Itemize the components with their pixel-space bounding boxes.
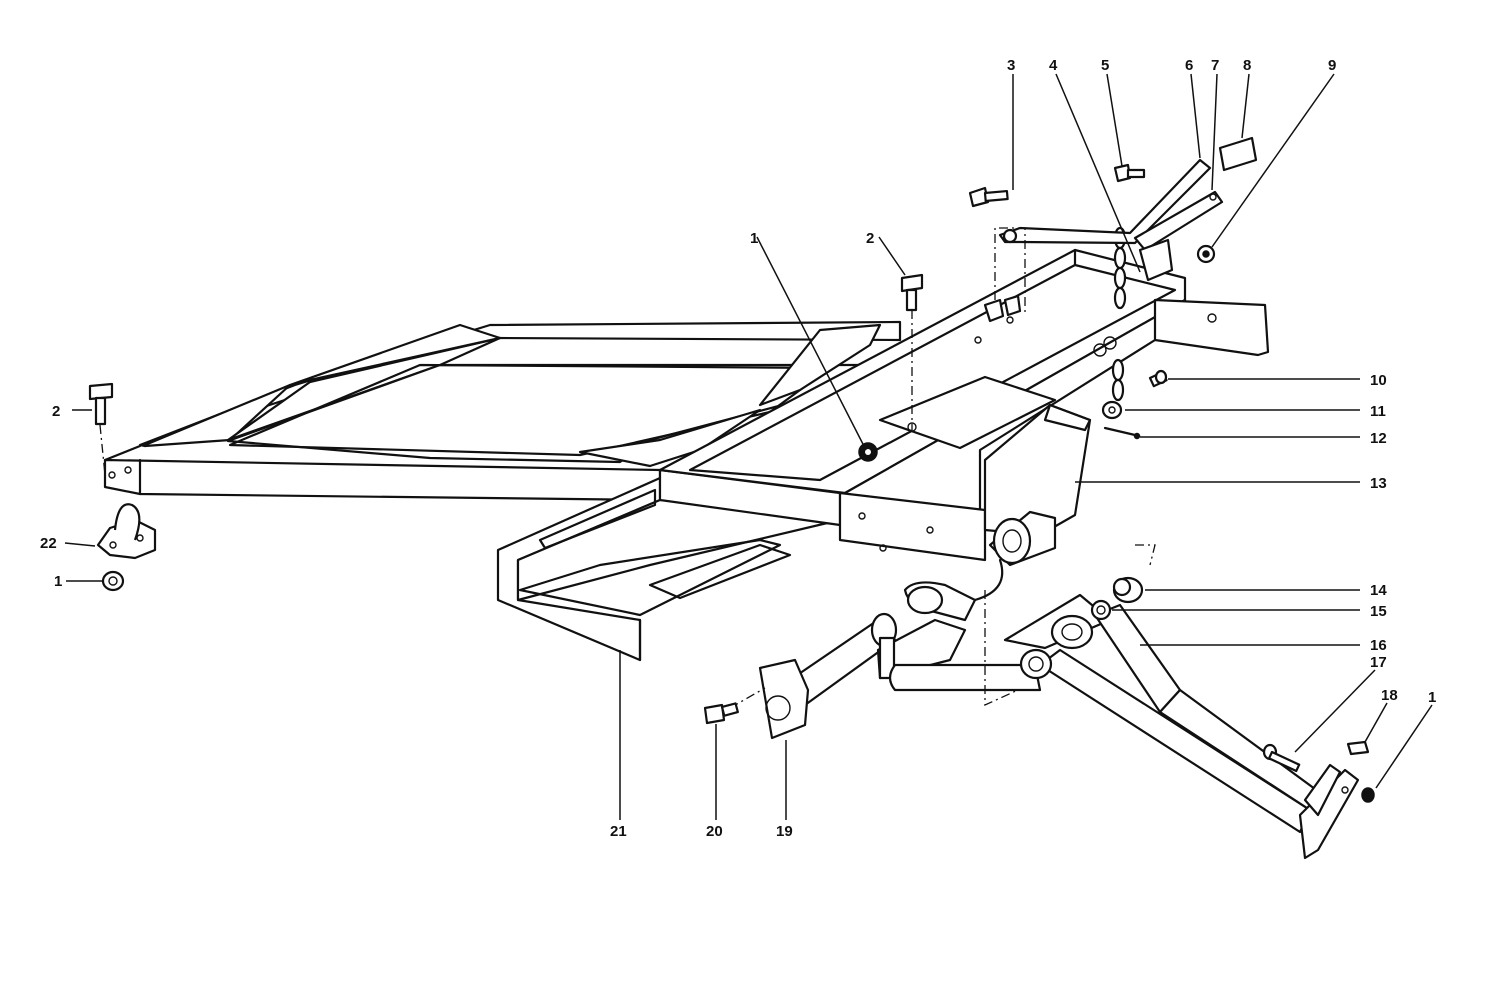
bolt-icon	[1262, 743, 1301, 773]
side-bracket	[1153, 298, 1270, 357]
callout-17: 17	[1370, 654, 1387, 671]
washer-15	[1090, 599, 1112, 621]
callout-1: 1	[750, 230, 758, 247]
nut-icon	[1361, 787, 1375, 803]
callout-labels: 1 2 2 3 4 5 6 7 8 9 10 11 12 13 14 15 16…	[40, 57, 1436, 840]
callout-13: 13	[1370, 475, 1387, 492]
callout-19: 19	[776, 823, 793, 840]
nut-icon	[101, 570, 125, 592]
bolt-icon	[1113, 163, 1146, 183]
callout-15: 15	[1370, 603, 1387, 620]
coupler-bracket	[96, 503, 157, 560]
alignment-line-swivel	[984, 590, 1019, 707]
mount-plate-hole	[907, 422, 917, 432]
tongue-tube	[758, 612, 1042, 740]
bolt-icon	[703, 702, 739, 725]
upper-bars	[998, 136, 1258, 282]
callout-2: 2	[866, 230, 874, 247]
callout-1: 1	[54, 573, 62, 590]
alignment-line-bolt2-left	[99, 424, 106, 476]
callout-14: 14	[1370, 582, 1387, 599]
callout-22: 22	[40, 535, 57, 552]
callout-10: 10	[1370, 372, 1387, 389]
callout-21: 21	[610, 823, 627, 840]
callout-6: 6	[1185, 57, 1193, 74]
callout-8: 8	[1243, 57, 1251, 74]
hinge-bracket	[953, 403, 1092, 602]
callout-5: 5	[1101, 57, 1109, 74]
bolt-icon	[88, 382, 114, 426]
callout-16: 16	[1370, 637, 1387, 654]
rear-frame	[103, 320, 902, 502]
callout-2: 2	[52, 403, 60, 420]
nut-icon	[1196, 244, 1216, 264]
bolt-icon	[1148, 369, 1168, 388]
alignment-line-bushing	[1135, 544, 1156, 566]
bolt-icon	[900, 273, 924, 312]
callout-11: 11	[1370, 403, 1386, 420]
callout-4: 4	[1049, 57, 1058, 74]
drawbar	[1003, 593, 1360, 860]
pin-icon	[1103, 426, 1141, 440]
callout-18: 18	[1381, 687, 1398, 704]
callout-1: 1	[1428, 689, 1436, 706]
bracket-hole	[1207, 313, 1217, 323]
pin-icon	[1346, 740, 1370, 756]
leader-lines	[64, 73, 1433, 820]
callout-9: 9	[1328, 57, 1336, 74]
callout-7: 7	[1211, 57, 1219, 74]
bushing-14	[1112, 576, 1144, 604]
mount-plate	[878, 375, 1057, 450]
nut-icon	[858, 442, 878, 462]
bolt-icon	[968, 186, 1009, 208]
hitch-hole	[1341, 786, 1349, 794]
callout-20: 20	[706, 823, 723, 840]
swivel-tube	[903, 581, 977, 622]
callout-12: 12	[1370, 430, 1387, 447]
callout-3: 3	[1007, 57, 1015, 74]
